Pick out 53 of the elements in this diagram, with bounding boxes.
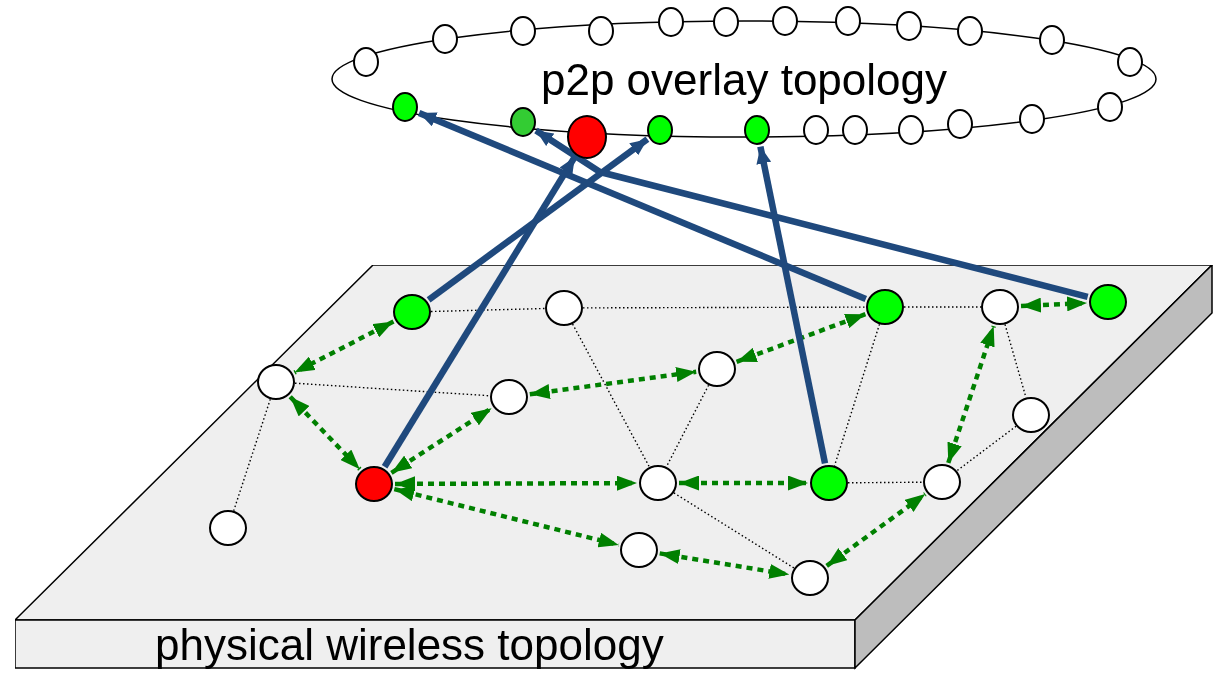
node-circle bbox=[432, 24, 458, 54]
node-circle bbox=[1039, 25, 1065, 55]
arrow bbox=[288, 395, 362, 471]
arrow bbox=[381, 155, 578, 469]
node-circle bbox=[744, 115, 770, 145]
node-circle bbox=[510, 16, 536, 46]
arrow bbox=[395, 475, 637, 492]
link-line bbox=[294, 382, 491, 397]
node-circle bbox=[567, 115, 607, 159]
link-line bbox=[582, 306, 867, 309]
arrow bbox=[417, 109, 868, 302]
arrow bbox=[534, 127, 1089, 300]
arrow bbox=[946, 325, 996, 464]
arrow bbox=[1020, 296, 1088, 313]
node-circle bbox=[658, 7, 684, 37]
node-circle bbox=[1117, 47, 1143, 77]
arrow bbox=[393, 486, 620, 548]
node-circle bbox=[898, 115, 924, 145]
arrow bbox=[679, 475, 808, 491]
link-line bbox=[665, 384, 710, 468]
node-circle bbox=[896, 11, 922, 41]
link-line bbox=[903, 306, 982, 308]
arrow bbox=[390, 406, 493, 475]
node-circle bbox=[957, 16, 983, 46]
node-circle bbox=[392, 92, 418, 122]
node-circle bbox=[803, 115, 829, 145]
arrow bbox=[293, 319, 395, 375]
node-circle bbox=[835, 6, 861, 36]
link-line bbox=[673, 492, 795, 569]
topology-label: p2p overlay topology bbox=[539, 58, 949, 102]
link-line bbox=[847, 481, 924, 484]
node-circle bbox=[1019, 104, 1045, 134]
node-circle bbox=[772, 6, 798, 36]
node-circle bbox=[510, 107, 536, 137]
topology-label: physical wireless topology bbox=[155, 623, 664, 667]
arrow bbox=[756, 145, 829, 465]
node-circle bbox=[842, 115, 868, 145]
node-circle bbox=[647, 115, 673, 145]
node-circle bbox=[1097, 92, 1123, 122]
arrow bbox=[426, 136, 650, 303]
arrow bbox=[659, 549, 790, 579]
arrow bbox=[735, 312, 867, 364]
node-circle bbox=[947, 109, 973, 139]
link-line bbox=[956, 425, 1017, 472]
link-line bbox=[571, 323, 651, 468]
arrow bbox=[529, 367, 697, 399]
arrow bbox=[825, 492, 927, 568]
platform-slab bbox=[15, 265, 1213, 670]
node-circle bbox=[713, 7, 739, 37]
node-circle bbox=[588, 16, 614, 46]
node-circle bbox=[353, 47, 379, 77]
link-line bbox=[430, 307, 546, 313]
link-line bbox=[233, 398, 271, 512]
